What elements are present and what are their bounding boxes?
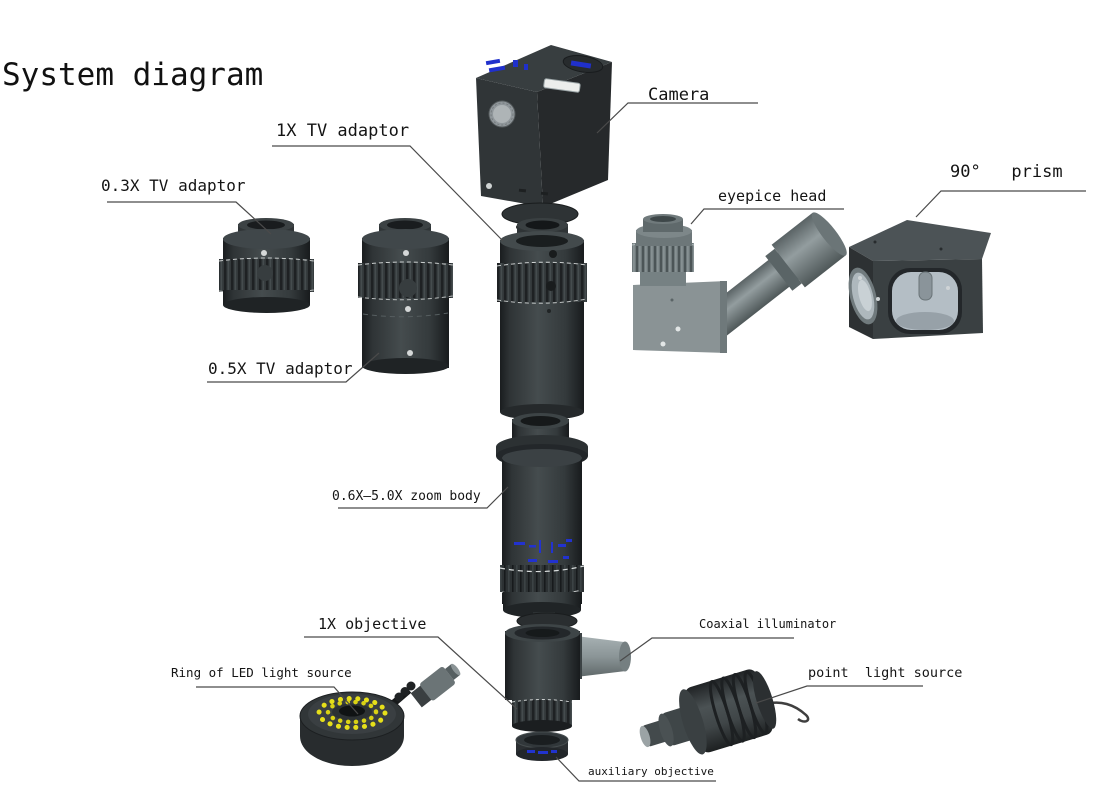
point-light-illustration xyxy=(639,669,810,755)
camera-illustration xyxy=(476,45,612,234)
label-05x-tv-adaptor: 0.5X TV adaptor xyxy=(208,359,353,378)
eyepiece-head-illustration xyxy=(631,212,847,353)
zoom-body-illustration xyxy=(496,413,588,626)
auxiliary-objective-illustration xyxy=(515,731,569,761)
leader-camera xyxy=(596,102,758,134)
leader-coaxial xyxy=(619,637,794,662)
label-ring-led: Ring of LED light source xyxy=(171,665,352,680)
leader-prism xyxy=(915,190,1086,218)
leader-1x-objective xyxy=(304,636,518,710)
label-eyepiece-head: eyepice head xyxy=(718,187,827,205)
label-coaxial-illuminator: Coaxial illuminator xyxy=(699,617,837,631)
adaptor-05x-illustration xyxy=(357,218,454,374)
label-point-light: point light source xyxy=(808,665,963,681)
adaptor-1x-tube-illustration xyxy=(496,218,588,420)
ring-light-illustration xyxy=(299,663,461,766)
label-1x-objective: 1X objective xyxy=(318,615,427,633)
label-1x-tv-adaptor: 1X TV adaptor xyxy=(276,121,410,141)
coaxial-port-illustration xyxy=(572,633,631,679)
page-title: System diagram xyxy=(2,57,264,93)
leader-03x-tv-adaptor xyxy=(107,201,272,235)
label-zoom-body: 0.6X—5.0X zoom body xyxy=(332,489,481,504)
leader-ring-led xyxy=(196,686,359,715)
label-auxiliary-objective: auxiliary objective xyxy=(588,765,714,778)
zoom-scale-markings xyxy=(514,539,572,563)
leader-eyepiece-head xyxy=(690,208,844,225)
objective-1x-illustration xyxy=(505,612,631,732)
leader-lines xyxy=(107,102,1086,782)
leader-point-light xyxy=(755,685,923,704)
leader-05x-tv-adaptor xyxy=(207,352,380,383)
leader-zoom-body xyxy=(338,486,509,509)
adaptor-03x-illustration xyxy=(218,218,315,313)
leader-aux-objective xyxy=(555,756,716,782)
label-03x-tv-adaptor: 0.3X TV adaptor xyxy=(101,176,246,195)
label-90-prism: 90° prism xyxy=(950,162,1063,182)
label-camera: Camera xyxy=(648,85,710,105)
leader-1x-tv-adaptor xyxy=(272,145,504,242)
prism-illustration xyxy=(848,220,991,339)
